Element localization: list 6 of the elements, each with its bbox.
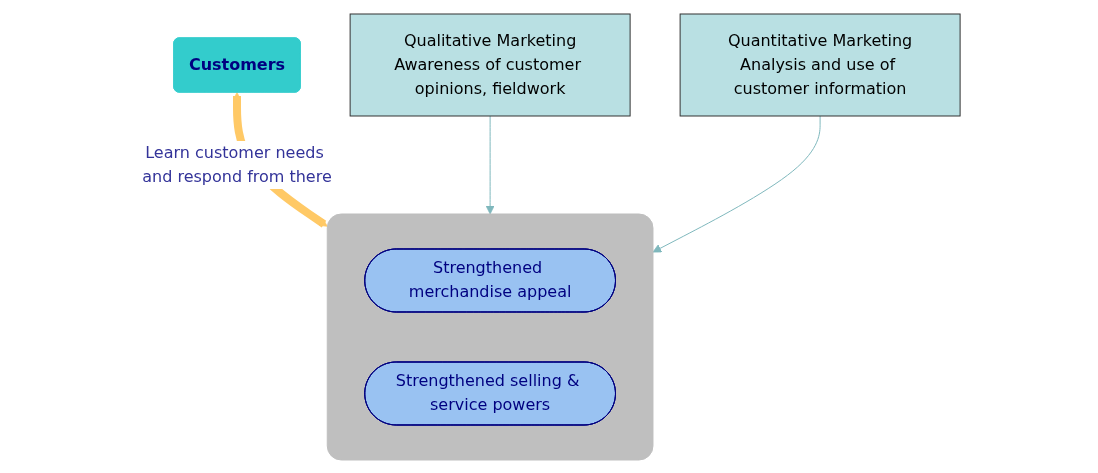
arrow — [653, 115, 822, 252]
node-box: Qualitative Marketing Awareness of customer opinions, fieldwork — [350, 13, 632, 116]
node-box: Quantitative Marketing Analysis and use of customer information — [680, 13, 962, 116]
cluster — [327, 213, 654, 460]
arrow — [486, 115, 495, 214]
edge-label: Learn customer needs and respond from there — [142, 142, 333, 186]
